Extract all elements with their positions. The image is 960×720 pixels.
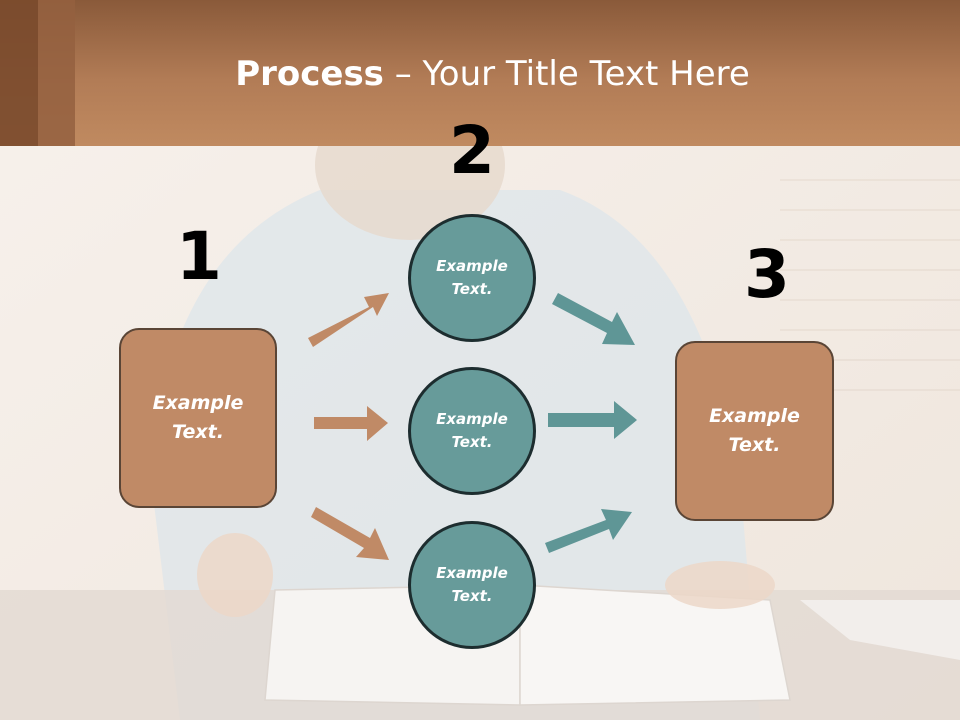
header-band	[0, 0, 960, 146]
step-3-text: Example Text.	[709, 405, 800, 456]
slide-title: Process – Your Title Text Here	[0, 52, 960, 96]
circle-text: Example Text.	[436, 257, 508, 298]
header-accent-stripe	[38, 0, 75, 146]
title-bold: Process	[235, 54, 384, 94]
step-2-circle-top: Example Text.	[408, 214, 536, 342]
step-1-text: Example Text.	[152, 392, 244, 443]
title-rest: – Your Title Text Here	[383, 54, 750, 94]
circle-text: Example Text.	[436, 564, 508, 605]
step-number-2: 2	[449, 112, 495, 189]
step-1-box: Example Text.	[119, 328, 277, 508]
header-accent-stripe	[0, 0, 38, 146]
step-number-1: 1	[176, 218, 222, 295]
step-number-3: 3	[744, 236, 790, 313]
step-2-circle-bottom: Example Text.	[408, 521, 536, 649]
circle-text: Example Text.	[436, 410, 508, 451]
step-3-box: Example Text.	[675, 341, 834, 521]
step-2-circle-middle: Example Text.	[408, 367, 536, 495]
